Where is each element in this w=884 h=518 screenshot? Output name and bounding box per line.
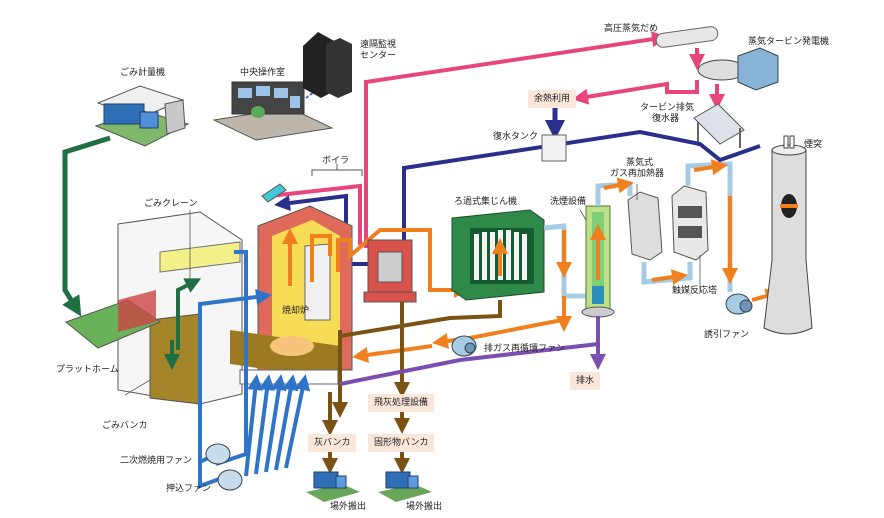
induced-fan <box>725 293 753 315</box>
label-platform: プラットホーム <box>56 365 119 375</box>
label-hp-header: 高圧蒸気だめ <box>604 24 659 34</box>
hp-header <box>655 26 719 48</box>
gas-reheater <box>627 191 663 261</box>
label-offsite-1: 場外搬出 <box>330 502 367 512</box>
boiler-economizer <box>363 239 417 303</box>
truck-ash <box>306 471 360 502</box>
label-crane: ごみクレーン <box>144 199 198 209</box>
label-scale: ごみ計量機 <box>120 68 166 78</box>
box-ash-bunker: 灰バンカ <box>308 434 357 452</box>
label-induced-fan: 誘引ファン <box>704 330 750 340</box>
box-drain: 排水 <box>570 372 601 390</box>
condenser <box>693 103 745 148</box>
remote-server <box>303 32 352 98</box>
label-pit: ごみバンカ <box>102 421 148 431</box>
label-condenser-1: タービン排気 <box>640 103 695 113</box>
label-secondary-fan: 二次燃焼用ファン <box>120 456 193 466</box>
label-recirc-fan: 排ガス再循環ファン <box>484 344 566 354</box>
label-stack: 煙突 <box>804 140 823 150</box>
label-condenser-2: 復水器 <box>652 114 680 124</box>
turbine-generator <box>697 47 779 91</box>
label-turbine: 蒸気タービン発電機 <box>748 37 830 47</box>
forced-fan <box>217 469 243 491</box>
waste-transport-line <box>62 135 111 317</box>
label-catalyst: 触媒反応塔 <box>672 286 718 296</box>
box-waste-heat: 余熱利用 <box>528 90 577 108</box>
label-reheater-1: 蒸気式 <box>626 158 654 168</box>
stack <box>763 135 813 335</box>
scale-house <box>94 85 190 147</box>
label-remote-center-1: 遠隔監視 <box>360 40 397 50</box>
label-offsite-2: 場外搬出 <box>406 502 443 512</box>
catalyst-reactor <box>671 185 709 261</box>
label-scrubber: 洗煙設備 <box>550 197 587 207</box>
label-incinerator: 焼却炉 <box>282 306 310 316</box>
label-forced-fan: 押込ファン <box>166 484 212 494</box>
label-remote-center-2: センター <box>360 51 397 61</box>
steam-line-boiler <box>269 183 362 245</box>
label-control-room: 中央操作室 <box>240 68 286 78</box>
condensate-tank <box>541 134 567 162</box>
box-solid-bunker: 固形物バンカ <box>368 434 435 452</box>
steam-line-main <box>364 31 668 248</box>
label-condensate-tank: 復水タンク <box>493 132 539 142</box>
secondary-fan <box>205 443 231 465</box>
truck-solid <box>378 471 432 502</box>
label-boiler: ボイラ <box>322 156 350 166</box>
incinerator <box>230 205 353 385</box>
recirc-fan <box>451 335 477 357</box>
label-reheater-2: ガス再加熱器 <box>610 169 665 179</box>
control-room <box>212 81 334 141</box>
box-fly-ash: 飛灰処理設備 <box>368 394 435 412</box>
label-bag-filter: ろ過式集じん機 <box>454 197 518 207</box>
